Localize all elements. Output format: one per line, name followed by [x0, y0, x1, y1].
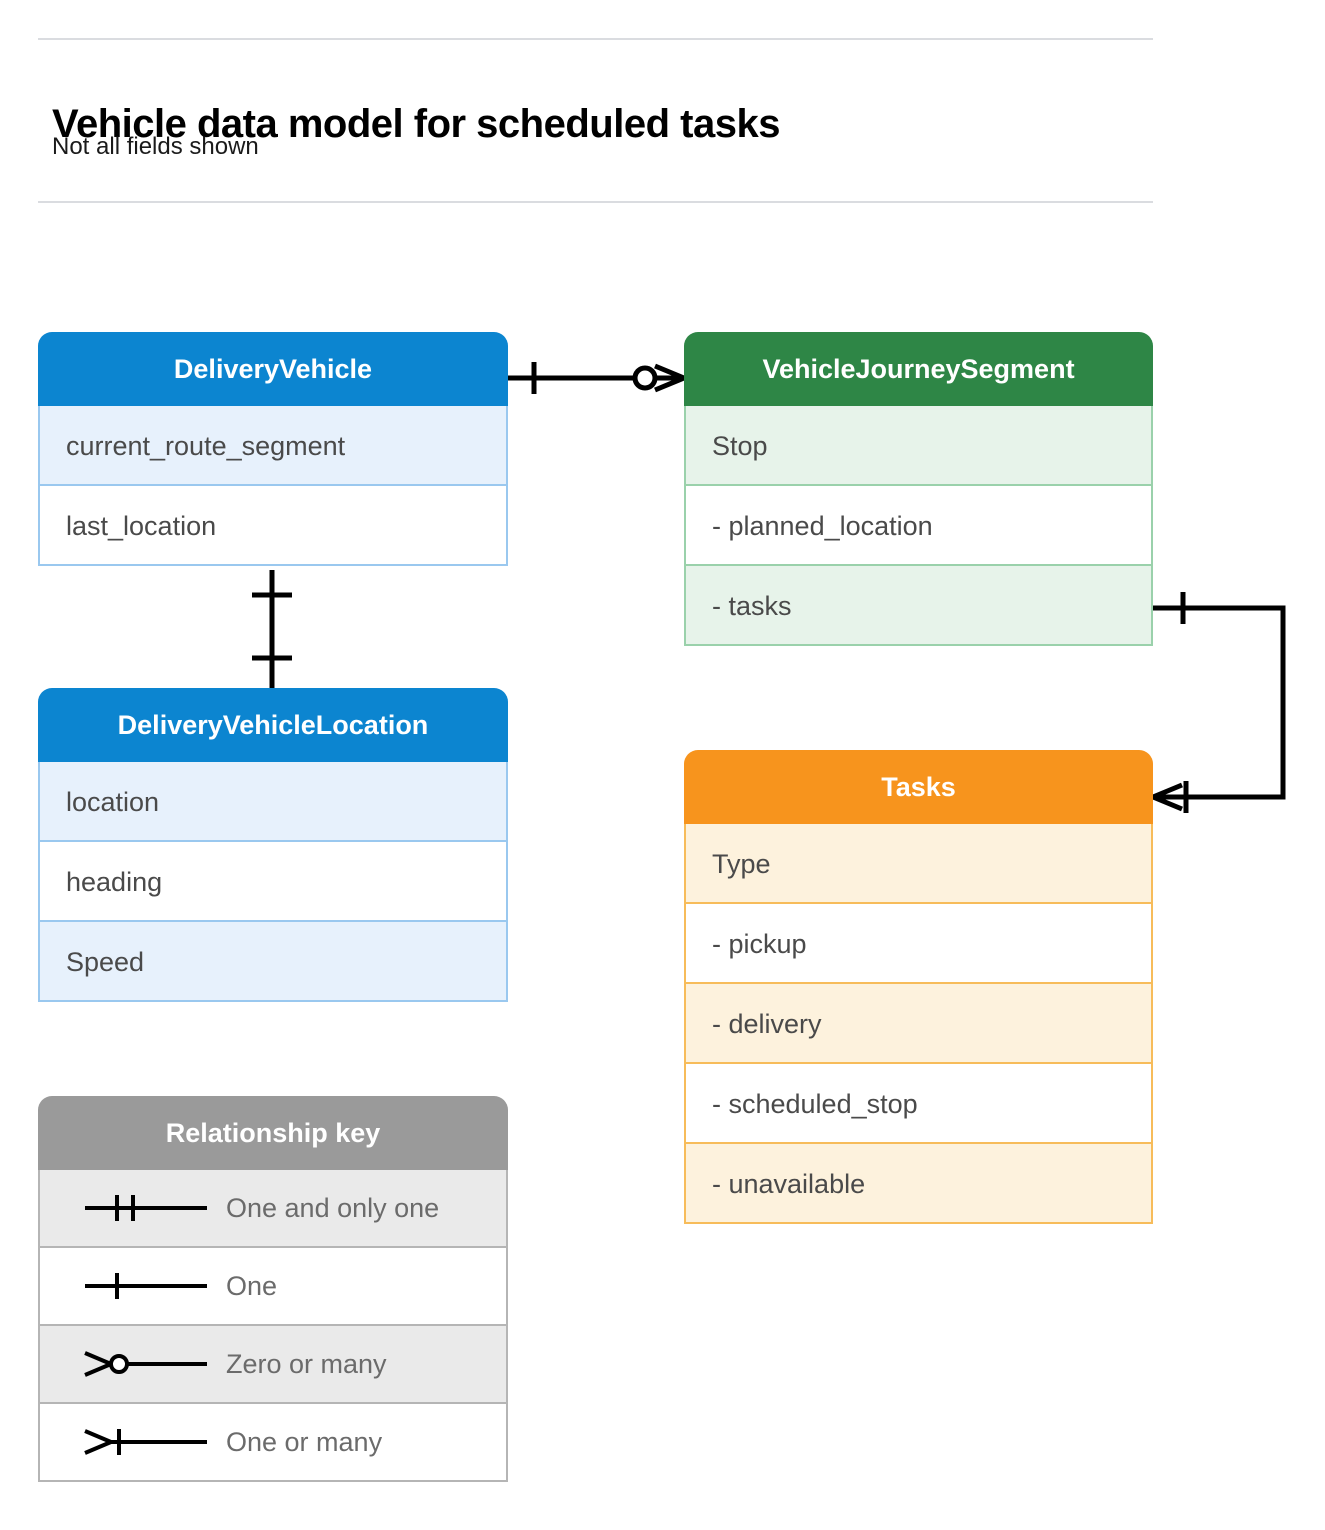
one-or-many-icon	[66, 1422, 226, 1462]
legend-label-one-or-many: One or many	[226, 1427, 383, 1457]
relationship-key-legend: Relationship key One and only one One	[38, 1096, 508, 1482]
entity-title-delivery-vehicle-location: DeliveryVehicleLocation	[38, 688, 508, 762]
entity-title-vehicle-journey-segment: VehicleJourneySegment	[684, 332, 1153, 406]
one-and-only-one-icon	[66, 1188, 226, 1228]
entity-field-current-route-segment: current_route_segment	[38, 406, 508, 486]
entity-field-tasks: - tasks	[684, 566, 1153, 646]
legend-title: Relationship key	[38, 1096, 508, 1170]
entity-field-last-location: last_location	[38, 486, 508, 566]
one-icon	[66, 1266, 226, 1306]
entity-title-tasks: Tasks	[684, 750, 1153, 824]
legend-item-one-and-only-one: One and only one	[38, 1170, 508, 1248]
legend-label-zero-or-many: Zero or many	[226, 1349, 387, 1379]
entity-field-unavailable: - unavailable	[684, 1144, 1153, 1224]
legend-label-one: One	[226, 1271, 278, 1301]
entity-delivery-vehicle-location[interactable]: DeliveryVehicleLocation location heading…	[38, 688, 508, 1002]
entity-field-pickup: - pickup	[684, 904, 1153, 984]
page-subtitle: Not all fields shown	[52, 133, 259, 160]
entity-vehicle-journey-segment[interactable]: VehicleJourneySegment Stop - planned_loc…	[684, 332, 1153, 646]
entity-title-delivery-vehicle: DeliveryVehicle	[38, 332, 508, 406]
header-divider-top	[38, 38, 1153, 40]
legend-label-one-and-only-one: One and only one	[226, 1193, 440, 1223]
entity-delivery-vehicle[interactable]: DeliveryVehicle current_route_segment la…	[38, 332, 508, 566]
page-title: Vehicle data model for scheduled tasks	[52, 101, 780, 146]
legend-item-one: One	[38, 1248, 508, 1326]
entity-field-stop: Stop	[684, 406, 1153, 486]
legend-item-zero-or-many: Zero or many	[38, 1326, 508, 1404]
legend-item-one-or-many: One or many	[38, 1404, 508, 1482]
entity-tasks[interactable]: Tasks Type - pickup - delivery - schedul…	[684, 750, 1153, 1224]
entity-field-planned-location: - planned_location	[684, 486, 1153, 566]
entity-field-speed: Speed	[38, 922, 508, 1002]
entity-field-delivery: - delivery	[684, 984, 1153, 1064]
entity-field-heading: heading	[38, 842, 508, 922]
entity-field-type: Type	[684, 824, 1153, 904]
entity-field-scheduled-stop: - scheduled_stop	[684, 1064, 1153, 1144]
zero-or-many-icon	[66, 1344, 226, 1384]
connector-tasks-to-tasks	[1153, 605, 1286, 800]
header-divider-bottom	[38, 201, 1153, 203]
entity-field-location: location	[38, 762, 508, 842]
